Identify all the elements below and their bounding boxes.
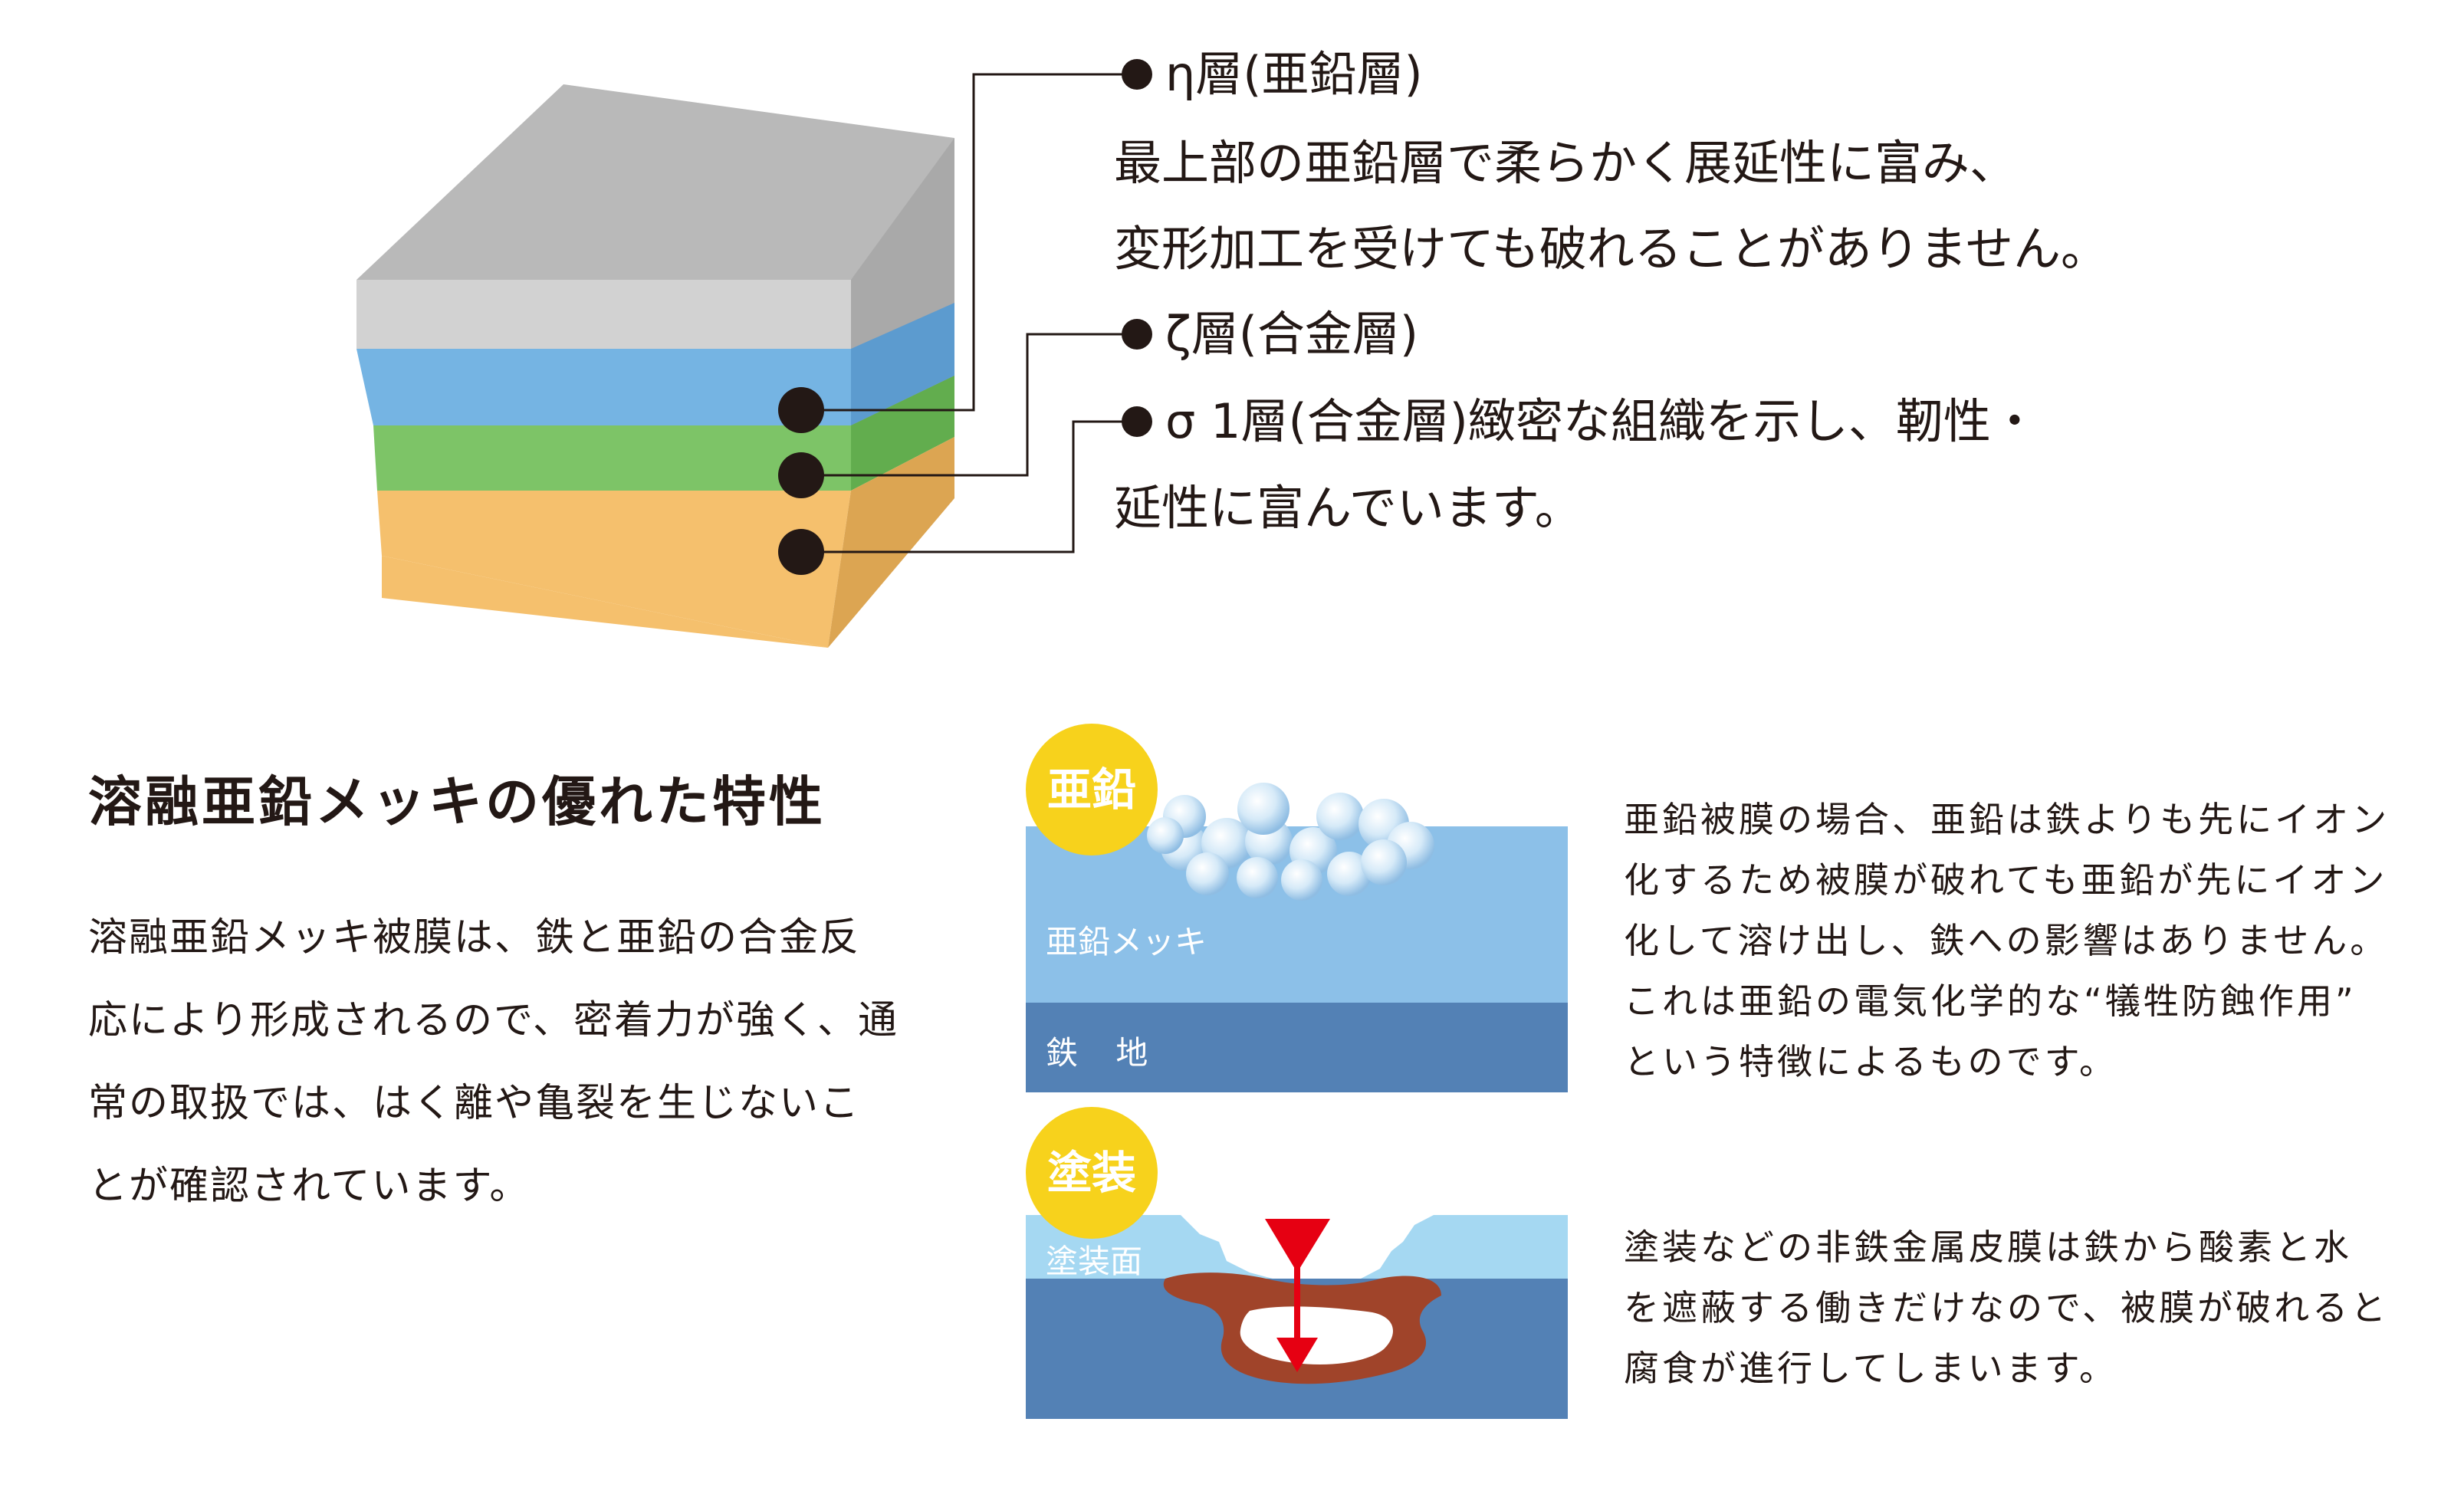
bullet-eta xyxy=(1122,59,1152,90)
zinc-iron-base xyxy=(1026,1003,1568,1092)
zeta-layer-title: ζ層(合金層) xyxy=(1165,306,1419,362)
block-blue-front xyxy=(356,349,851,425)
block-orange-side xyxy=(828,437,954,648)
paint-coat-layer xyxy=(1026,1215,1568,1279)
bullet-sigma xyxy=(1122,406,1152,437)
zinc-desc-line-1: 亜鉛被膜の場合、亜鉛は鉄よりも先にイオン xyxy=(1624,799,2390,840)
paint-desc-line-3: 腐食が進行してしまいます。 xyxy=(1624,1348,2118,1389)
layer-block xyxy=(356,84,954,648)
features-body-line-2: 応により形成されるので、密着力が強く、通 xyxy=(88,998,899,1043)
sigma-layer-title: σ 1層(合金層)緻密な組織を示し、靭性・ xyxy=(1165,393,2039,449)
eta-layer-desc-1: 最上部の亜鉛層で柔らかく展延性に富み、 xyxy=(1114,135,2018,191)
block-blue-side xyxy=(851,303,954,425)
leader-zeta xyxy=(801,333,1127,477)
zinc-base-label: 鉄 地 xyxy=(1046,1034,1162,1072)
leader-lines xyxy=(801,73,1127,553)
paint-desc-line-1: 塗装などの非鉄金属皮膜は鉄から酸素と水 xyxy=(1624,1227,2352,1268)
zinc-desc-line-3: 化して溶け出し、鉄への影響はありません。 xyxy=(1624,920,2389,961)
sigma-layer-desc-2: 延性に富んでいます。 xyxy=(1114,480,1582,536)
arrow-head-top xyxy=(1265,1219,1330,1272)
zinc-desc-line-4: これは亜鉛の電気化学的な“犠牲防蝕作用” xyxy=(1624,980,2357,1022)
features-body-line-3: 常の取扱では、はく離や亀裂を生じないこ xyxy=(88,1081,861,1126)
paint-panel xyxy=(1026,1107,1568,1419)
block-green-side xyxy=(851,376,954,491)
marker-eta xyxy=(778,387,824,433)
paint-desc-line-2: を遮蔽する働きだけなので、被膜が破れると xyxy=(1624,1287,2390,1328)
features-body-line-1: 溶融亜鉛メッキ被膜は、鉄と亜鉛の合金反 xyxy=(88,915,861,961)
paint-badge-circle xyxy=(1026,1107,1158,1239)
block-green-front xyxy=(373,425,851,491)
zinc-bubbles xyxy=(1147,783,1434,901)
eta-layer-title: η層(亜鉛層) xyxy=(1165,46,1423,102)
leader-eta xyxy=(801,73,1127,412)
zinc-coat-label: 亜鉛メッキ xyxy=(1046,923,1207,961)
block-gray-front xyxy=(356,280,954,349)
block-orange-front xyxy=(377,491,851,648)
features-heading: 溶融亜鉛メッキの優れた特性 xyxy=(88,770,826,833)
zinc-badge-circle xyxy=(1026,724,1158,855)
marker-sigma xyxy=(778,529,824,575)
block-orange-fill xyxy=(382,556,828,648)
block-top-face xyxy=(356,84,954,280)
bullet-zeta xyxy=(1122,319,1152,350)
rust-hole xyxy=(1240,1306,1393,1364)
arrow-head-bottom xyxy=(1276,1338,1318,1372)
zinc-badge-label: 亜鉛 xyxy=(1046,763,1136,816)
leader-sigma xyxy=(801,420,1127,553)
paint-badge-label: 塗装 xyxy=(1046,1147,1136,1199)
eta-layer-desc-2: 変形加工を受けても破れることがありません。 xyxy=(1114,221,2109,277)
zinc-panel xyxy=(1026,724,1568,1092)
paint-coat-label: 塗装面 xyxy=(1046,1243,1143,1280)
marker-zeta xyxy=(778,452,824,498)
arrow-shaft xyxy=(1294,1257,1300,1341)
zinc-desc-line-2: 化するため被膜が破れても亜鉛が先にイオン xyxy=(1624,859,2388,901)
zinc-desc-line-5: という特徴によるものです。 xyxy=(1624,1041,2118,1082)
features-body-line-4: とが確認されています。 xyxy=(88,1164,531,1209)
